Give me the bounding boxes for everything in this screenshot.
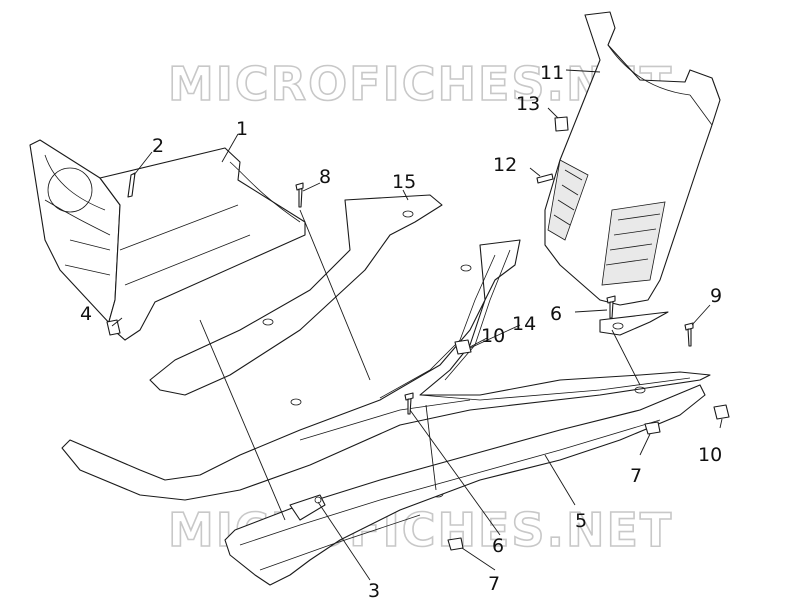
part-6-plate [599, 311, 669, 336]
callout-15: 15 [392, 171, 416, 193]
part-14-footboard [61, 239, 711, 501]
fasteners [106, 116, 730, 551]
leader-lines [111, 69, 723, 581]
callout-14: 14 [512, 313, 536, 335]
part-7-clip-lower [447, 537, 464, 551]
part-5-side-skirt [224, 384, 706, 586]
part-6-screw-upper [606, 295, 616, 319]
part-4-clip [106, 319, 121, 336]
part-1-leg-shield [29, 139, 306, 341]
part-13-clip [554, 116, 569, 132]
callout-2: 2 [152, 135, 164, 157]
callout-5: 5 [575, 510, 587, 532]
part-10-clip-right [713, 404, 730, 420]
callout-7-lower: 7 [488, 573, 500, 595]
callout-13: 13 [516, 93, 540, 115]
callout-6-upper: 6 [550, 303, 562, 325]
part-3-bracket [289, 494, 326, 521]
callout-4: 4 [80, 303, 92, 325]
callout-1: 1 [236, 118, 248, 140]
part-12-screw [536, 173, 554, 184]
callout-12: 12 [493, 154, 517, 176]
part-11-rear-shield [544, 11, 721, 306]
callout-3: 3 [368, 580, 380, 600]
part-6-screw-lower [404, 392, 414, 415]
callout-6-lower: 6 [492, 535, 504, 557]
callout-11: 11 [540, 62, 564, 84]
part-15-mat [149, 194, 443, 396]
part-10-clip-left [454, 339, 472, 355]
callout-8: 8 [319, 166, 331, 188]
part-2-screw [127, 172, 136, 198]
callout-9: 9 [710, 285, 722, 307]
callout-labels: 1 2 3 4 5 6 6 7 7 8 9 10 10 11 12 13 14 … [80, 62, 722, 600]
part-7-clip-upper [644, 421, 661, 435]
callout-10-right: 10 [698, 444, 722, 466]
callout-7-upper: 7 [630, 465, 642, 487]
part-8-screw [295, 182, 304, 208]
callout-10-left: 10 [481, 325, 505, 347]
part-9-screw [684, 322, 694, 347]
